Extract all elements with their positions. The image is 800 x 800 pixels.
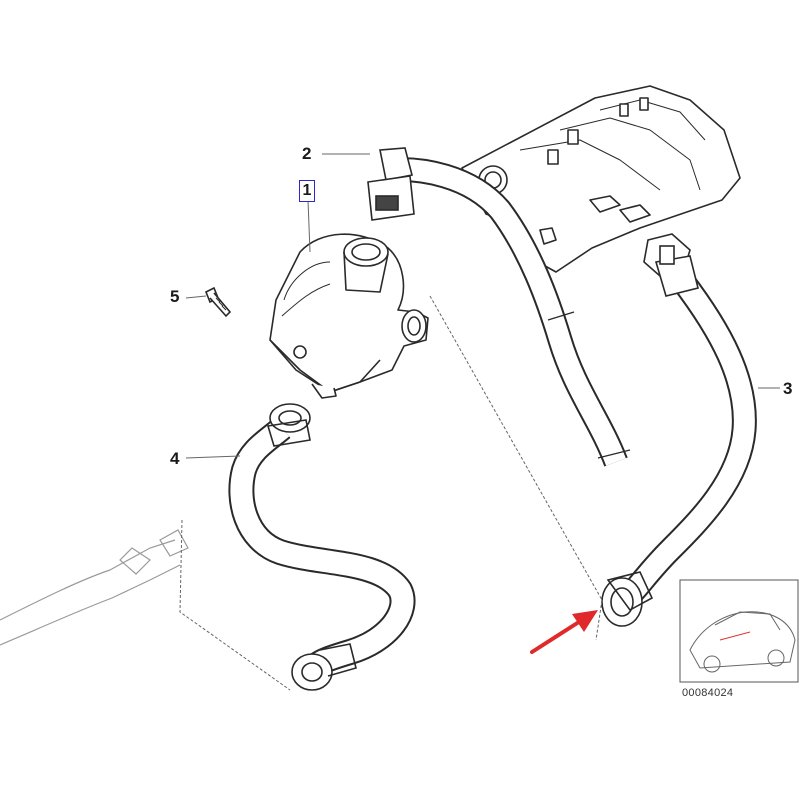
- callout-4: 4: [170, 449, 180, 468]
- hose-2: [367, 147, 631, 467]
- callout-5: 5: [170, 287, 180, 306]
- callout-1: 1: [299, 180, 315, 202]
- leader-lines: [179, 153, 780, 691]
- reference-code: 00084024: [682, 687, 734, 699]
- hose-4: [228, 403, 416, 691]
- callout-3: 3: [783, 379, 793, 398]
- callout-2: 2: [302, 144, 312, 163]
- intake-pipe: [0, 529, 189, 646]
- hose-3: [601, 233, 757, 627]
- valve-cover: [461, 85, 741, 273]
- bolt-5: [204, 286, 232, 318]
- red-arrow-icon: [530, 610, 598, 654]
- pcv-valve: [269, 233, 429, 399]
- vehicle-thumbnail: [679, 579, 799, 683]
